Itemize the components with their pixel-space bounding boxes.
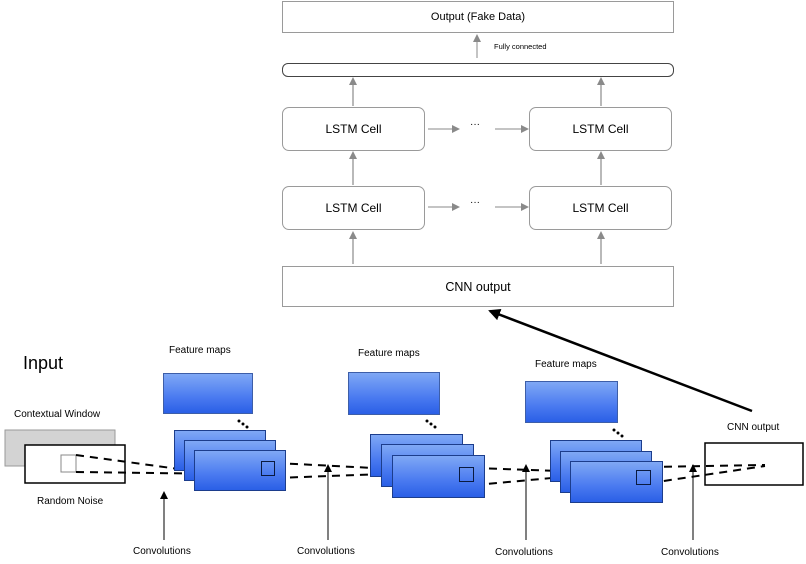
cnn-output-box: CNN output <box>282 266 674 307</box>
convolutions-label-2: Convolutions <box>297 546 355 557</box>
lstm-cell-label: LSTM Cell <box>325 122 382 136</box>
stack-dots-1 <box>237 419 249 429</box>
projection-line <box>474 474 586 486</box>
convolutions-label-4: Convolutions <box>661 547 719 558</box>
stack-dots-3 <box>612 428 624 438</box>
random-noise-label: Random Noise <box>37 496 104 507</box>
lstm-ellipsis-bottom: ··· <box>470 197 480 208</box>
cnn-output-side-label: CNN output <box>727 422 780 433</box>
projection-line <box>474 467 587 473</box>
output-label: Output (Fake Data) <box>430 11 526 23</box>
projection-line <box>649 464 766 468</box>
feature-maps-label-1: Feature maps <box>169 345 231 356</box>
cnn-output-feedback-arrow <box>488 308 753 413</box>
lstm-cell-label: LSTM Cell <box>325 201 382 215</box>
cnn-output-side-box <box>704 442 804 486</box>
feature-map-single-3 <box>525 381 618 423</box>
fully-connected-label: Fully connected <box>494 42 547 51</box>
receptive-field-square <box>459 467 474 482</box>
feature-map-stack-front-3 <box>570 461 663 503</box>
cnn-output-box-label: CNN output <box>445 279 511 294</box>
stack-dots-2 <box>425 419 437 429</box>
feature-map-single-1 <box>163 373 253 414</box>
receptive-field-square <box>636 470 651 485</box>
fully-connected-layer-bar <box>282 63 674 77</box>
lstm-cell-label: LSTM Cell <box>572 122 629 136</box>
projection-line <box>649 465 766 484</box>
lstm-cell-top-right: LSTM Cell <box>529 107 672 151</box>
lstm-cell-label: LSTM Cell <box>572 201 629 215</box>
receptive-field-square-input <box>60 454 77 473</box>
lstm-ellipsis-top: ··· <box>470 119 480 130</box>
lstm-cell-bottom-left: LSTM Cell <box>282 186 425 230</box>
receptive-field-square <box>261 461 275 476</box>
lstm-cell-top-left: LSTM Cell <box>282 107 425 151</box>
feature-map-stack-front-2 <box>392 455 485 498</box>
convolutions-label-3: Convolutions <box>495 547 553 558</box>
feature-map-single-2 <box>348 372 440 415</box>
feature-map-stack-front-1 <box>194 450 286 491</box>
input-heading: Input <box>23 353 64 373</box>
feature-maps-label-2: Feature maps <box>358 348 420 359</box>
convolutions-label-1: Convolutions <box>133 546 191 557</box>
output-box: Output (Fake Data) <box>282 1 674 33</box>
lstm-cell-bottom-right: LSTM Cell <box>529 186 672 230</box>
feature-maps-label-3: Feature maps <box>535 359 597 370</box>
contextual-window-label: Contextual Window <box>14 409 101 420</box>
